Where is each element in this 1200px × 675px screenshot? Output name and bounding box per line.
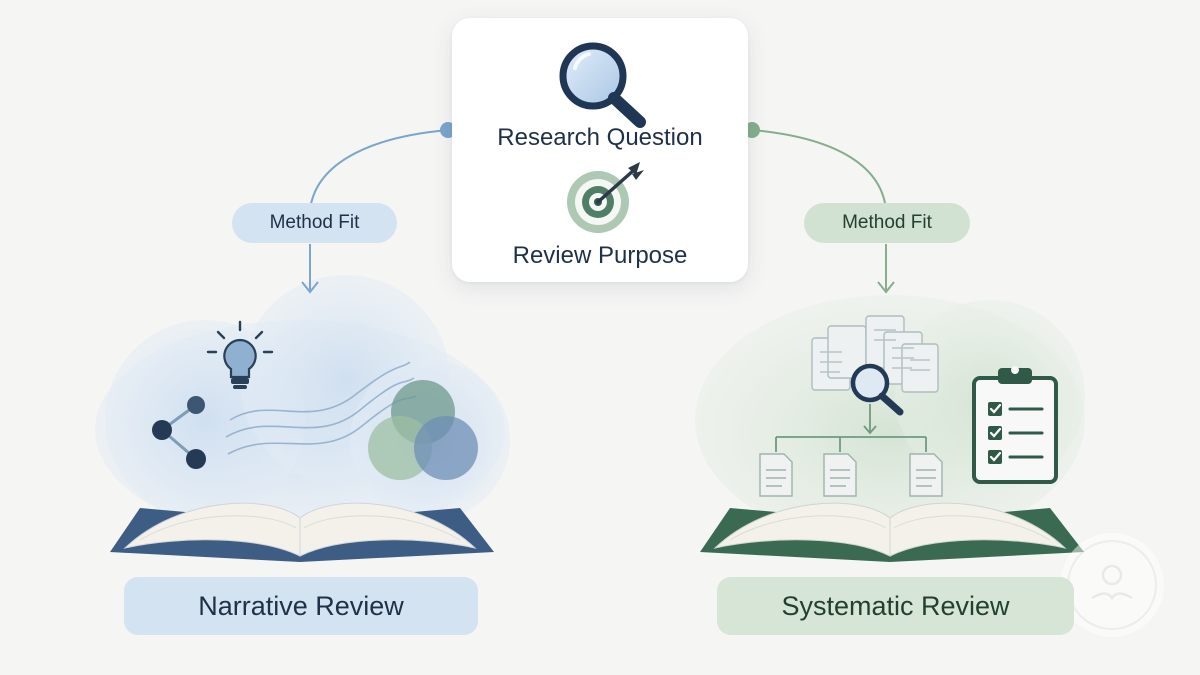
method-fit-left-badge: Method Fit <box>232 203 397 243</box>
narrative-review-label: Narrative Review <box>124 577 478 635</box>
right-connector <box>744 122 895 294</box>
document-stack-icon <box>811 315 939 393</box>
review-purpose-label: Review Purpose <box>512 242 688 269</box>
central-question-card <box>452 18 748 282</box>
systematic-review-label: Systematic Review <box>717 577 1074 635</box>
magnifier-icon <box>559 42 646 128</box>
network-nodes-icon <box>152 396 206 469</box>
open-book-icon <box>700 502 1084 562</box>
magnifier-icon <box>850 363 904 416</box>
arrow-icon <box>877 281 895 294</box>
lightbulb-icon <box>206 320 274 389</box>
watermark-badge-icon <box>1060 533 1164 637</box>
document-icon <box>759 453 943 497</box>
arrow-icon <box>301 281 319 294</box>
method-fit-right-badge: Method Fit <box>804 203 970 243</box>
research-question-label: Research Question <box>497 124 703 151</box>
target-icon <box>567 162 644 233</box>
open-book-icon <box>110 502 494 562</box>
clipboard-checklist-icon <box>972 366 1058 484</box>
overlapping-circles-icon <box>368 380 478 480</box>
card-icons <box>559 42 646 233</box>
tree-connector <box>775 404 927 452</box>
